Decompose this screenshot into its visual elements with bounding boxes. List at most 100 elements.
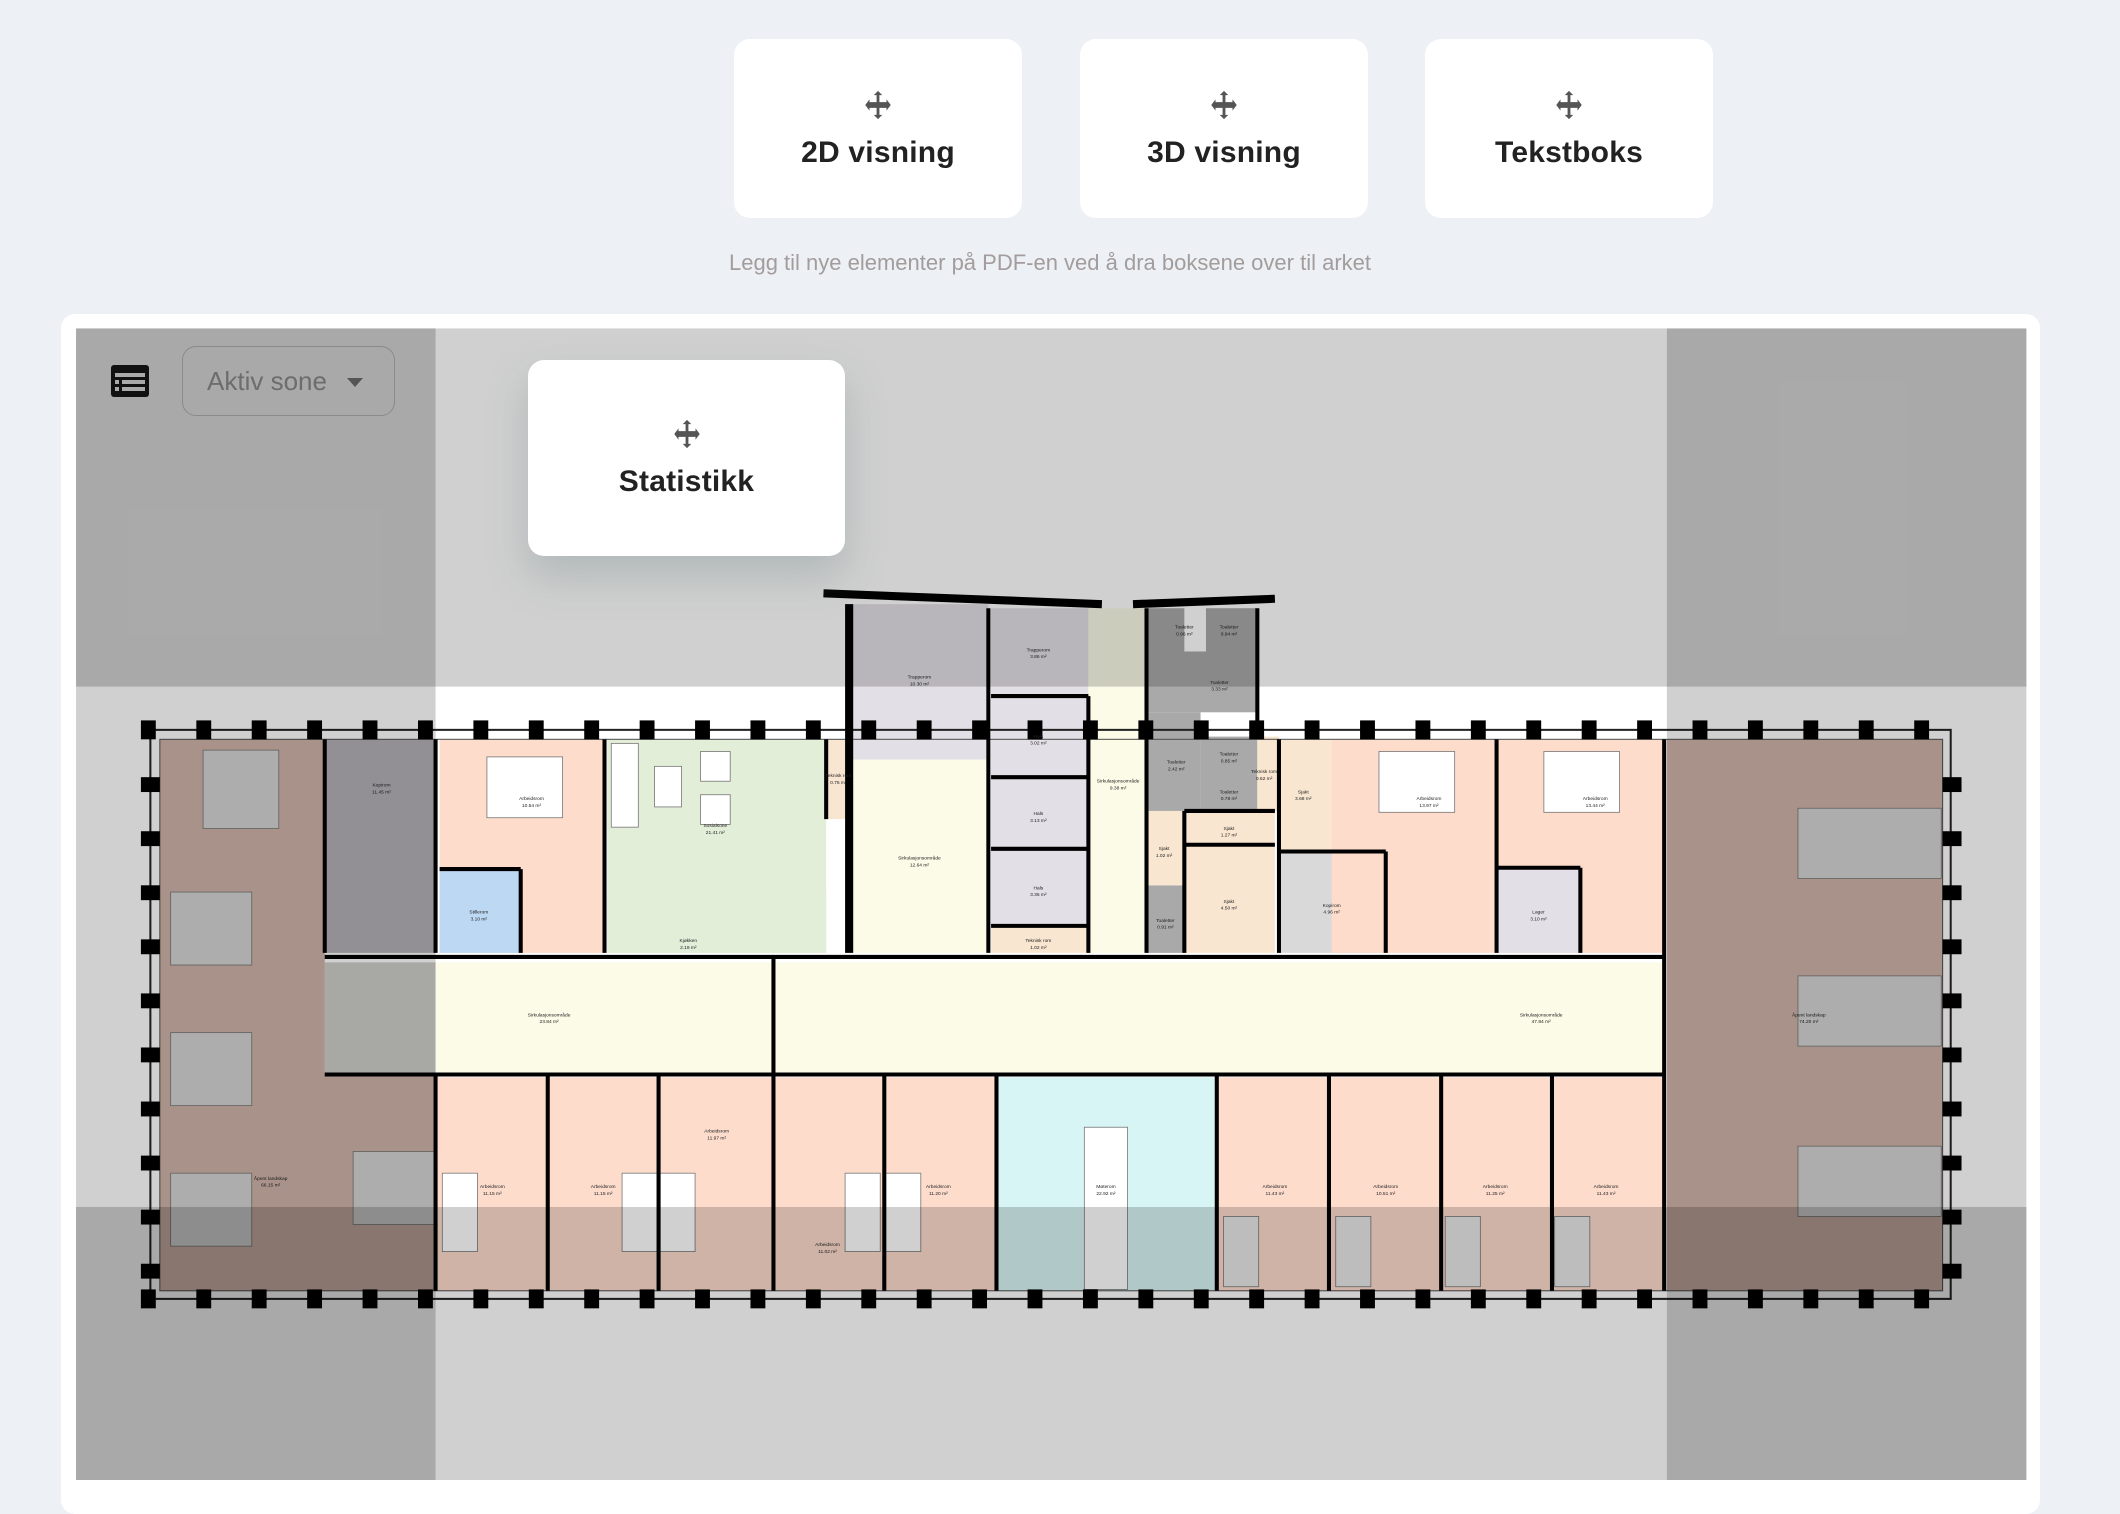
furniture	[700, 751, 731, 782]
move-icon	[1211, 90, 1237, 119]
room-area[interactable]	[826, 739, 850, 820]
furniture	[1797, 807, 1942, 879]
wall-post	[861, 720, 877, 740]
3d-view-card[interactable]: 3D visning	[1080, 39, 1368, 218]
room-area[interactable]	[1184, 844, 1275, 953]
room-area[interactable]	[849, 759, 989, 953]
wall-post	[1304, 1289, 1320, 1309]
wall-post	[528, 1289, 544, 1309]
room-area[interactable]	[991, 608, 1089, 697]
room-area[interactable]	[1200, 774, 1258, 811]
furniture	[700, 794, 731, 825]
furniture	[202, 749, 280, 829]
furniture	[1223, 1216, 1260, 1288]
furniture	[1554, 1216, 1591, 1288]
room-area[interactable]	[607, 892, 827, 953]
card-label: 2D visning	[801, 135, 955, 169]
wall-post	[639, 720, 655, 740]
room-area[interactable]	[1146, 810, 1185, 886]
wall-post	[1942, 993, 1962, 1009]
wall-post	[362, 720, 378, 740]
room-area[interactable]	[991, 848, 1089, 926]
room-area[interactable]	[1146, 712, 1201, 811]
wall-post	[805, 1289, 821, 1309]
wall-post	[1747, 720, 1763, 740]
wall-post	[140, 777, 160, 793]
wall-post	[1138, 1289, 1154, 1309]
wall-post	[1942, 1155, 1962, 1171]
room-area[interactable]	[1146, 651, 1258, 713]
wall-post	[1637, 1289, 1652, 1309]
furniture	[170, 1032, 253, 1107]
room-area[interactable]	[1257, 736, 1279, 811]
room-area[interactable]	[439, 869, 521, 953]
wall-post	[1942, 1209, 1962, 1225]
room-area[interactable]	[435, 962, 774, 1075]
wall-post	[417, 1289, 433, 1309]
room-area[interactable]	[1146, 608, 1185, 652]
wall-post	[473, 720, 489, 740]
furniture	[654, 765, 682, 808]
room-area[interactable]	[773, 962, 1665, 1075]
room-area[interactable]	[1496, 867, 1581, 953]
2d-view-card[interactable]: 2D visning	[734, 39, 1022, 218]
furniture	[621, 1172, 658, 1252]
room-area[interactable]	[991, 925, 1089, 953]
room-area[interactable]	[1200, 736, 1258, 775]
wall-post	[1526, 1289, 1542, 1309]
move-icon	[673, 419, 700, 449]
furniture	[170, 1172, 253, 1247]
active-zone-dropdown[interactable]: Aktiv sone	[182, 346, 395, 416]
wall-post	[1304, 720, 1320, 740]
wall-post	[1858, 720, 1874, 740]
wall-post	[695, 1289, 710, 1309]
card-label: Statistikk	[618, 465, 755, 498]
room-area[interactable]	[1184, 810, 1275, 845]
room-area[interactable]	[1146, 885, 1185, 953]
wall-post	[140, 1047, 160, 1063]
move-icon	[1556, 90, 1582, 119]
wall-post	[584, 1289, 600, 1309]
wall-post	[140, 831, 160, 847]
card-label: 3D visning	[1147, 135, 1301, 169]
wall-post	[1193, 720, 1209, 740]
wall-post	[1942, 831, 1962, 847]
textbox-card[interactable]: Tekstboks	[1425, 39, 1713, 218]
statistics-card[interactable]: Statistikk	[528, 360, 845, 556]
room-area[interactable]	[991, 777, 1089, 849]
wall-post	[196, 720, 212, 740]
wall-post	[972, 720, 988, 740]
room-area[interactable]	[1205, 608, 1258, 652]
wall-post	[1415, 720, 1431, 740]
room-area[interactable]	[1088, 608, 1147, 953]
wall-post	[362, 1289, 378, 1309]
room-area[interactable]	[324, 739, 436, 953]
room-area[interactable]	[1278, 739, 1332, 852]
table-list-icon[interactable]	[110, 364, 150, 398]
wall-post	[140, 993, 160, 1009]
